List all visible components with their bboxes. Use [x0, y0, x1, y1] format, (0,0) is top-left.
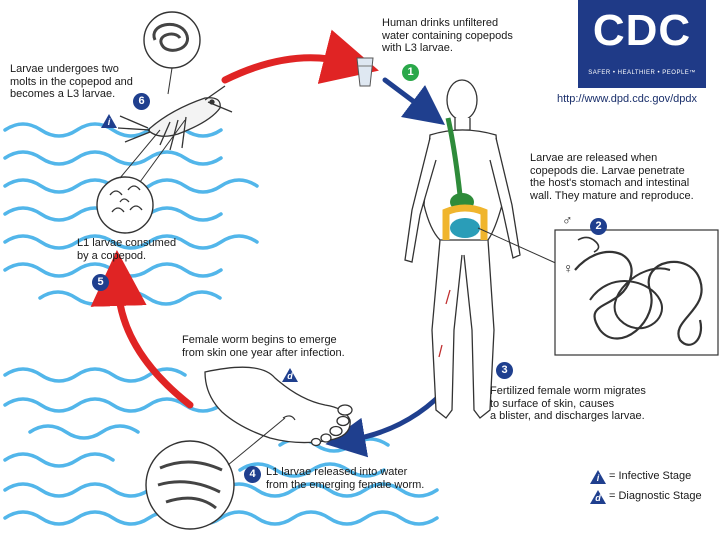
male-symbol: ♂ — [562, 212, 573, 228]
legend-infective-label: = Infective Stage — [609, 470, 692, 482]
legend-diagnostic-letter: d — [595, 493, 601, 503]
emerge-line-2: from skin one year after infection. — [182, 346, 345, 359]
l1-larvae-magnified — [96, 119, 186, 234]
arrow-6-to-1 — [221, 29, 379, 84]
step-4-badge: 4 — [244, 466, 261, 483]
foot — [204, 366, 353, 447]
infective-stage-mark: i — [101, 114, 117, 128]
legend-diagnostic-label: = Diagnostic Stage — [609, 490, 702, 502]
step-6-badge: 6 — [133, 93, 150, 110]
emerge-line-1: Female worm begins to emerge — [182, 334, 337, 346]
step-1-line-3: with L3 larvae. — [382, 42, 453, 54]
step-6-text: Larvae undergoes two molts in the copepo… — [10, 63, 133, 101]
step-3-badge: 3 — [496, 362, 513, 379]
cdc-logo: CDC SAFER • HEALTHIER • PEOPLE™ — [578, 0, 706, 88]
step-1-text: Human drinks unfiltered water containing… — [382, 17, 513, 55]
step-6-line-2: molts in the copepod and — [10, 75, 133, 88]
step-6-line-1: Larvae undergoes two — [10, 63, 119, 75]
emerge-text: Female worm begins to emerge from skin o… — [182, 334, 345, 359]
step-3-line-2: to surface of skin, causes — [490, 397, 615, 410]
l1-larvae-in-water-magnified — [145, 417, 286, 530]
small-intestine — [450, 218, 480, 238]
step-4-line-1: L1 larvae released into water — [266, 466, 408, 478]
large-intestine — [442, 204, 488, 240]
legend-infective-letter: i — [596, 473, 600, 483]
water-glass — [356, 57, 374, 87]
arrow-4-to-5 — [90, 250, 194, 409]
step-1-badge: 1 — [402, 64, 419, 81]
leg-marks — [438, 289, 451, 358]
step-1-line-2: water containing copepods — [382, 29, 513, 42]
source-url[interactable]: http://www.dpd.cdc.gov/dpdx — [557, 93, 698, 105]
step-3-text: Fertilized female worm migrates to surfa… — [490, 385, 646, 423]
step-3-line-3: a blister, and discharges larvae. — [490, 410, 645, 422]
diagnostic-stage-mark: d — [282, 368, 298, 382]
step-4-line-2: from the emerging female worm. — [266, 478, 425, 491]
step-2-line-1: Larvae are released when — [530, 152, 658, 164]
cdc-logo-tagline: SAFER • HEALTHIER • PEOPLE™ — [588, 70, 696, 76]
step-2-badge: 2 — [590, 218, 607, 235]
step-2-line-3: the host's stomach and intestinal — [530, 177, 690, 189]
arrow-1-to-2 — [382, 77, 446, 125]
step-5-text: L1 larvae consumed by a copepod. — [77, 237, 176, 262]
esophagus — [445, 117, 463, 196]
cdc-logo-word: CDC — [592, 6, 692, 55]
legend-diagnostic-mark: d — [590, 490, 606, 504]
copepod — [117, 85, 233, 151]
legend-infective-mark: i — [590, 470, 606, 484]
step-2-line-4: wall. They mature and reproduce. — [530, 189, 694, 202]
step-3-line-1: Fertilized female worm migrates — [490, 385, 646, 397]
adult-worms — [554, 229, 719, 356]
step-4-text: L1 larvae released into water from the e… — [266, 466, 424, 491]
infective-mark-letter: i — [107, 117, 111, 127]
step-2-line-2: copepods die. Larvae penetrate — [530, 164, 685, 177]
female-symbol: ♀ — [563, 260, 574, 276]
step-5-line-1: L1 larvae consumed — [77, 237, 177, 249]
step-5-badge: 5 — [92, 274, 109, 291]
step-1-line-1: Human drinks unfiltered — [382, 17, 499, 29]
step-2-text: Larvae are released when copepods die. L… — [530, 152, 694, 202]
diagnostic-mark-letter: d — [287, 371, 293, 381]
l3-larva-magnified — [143, 11, 201, 95]
step-6-line-3: becomes a L3 larvae. — [10, 88, 116, 100]
step-5-line-2: by a copepod. — [77, 249, 147, 262]
